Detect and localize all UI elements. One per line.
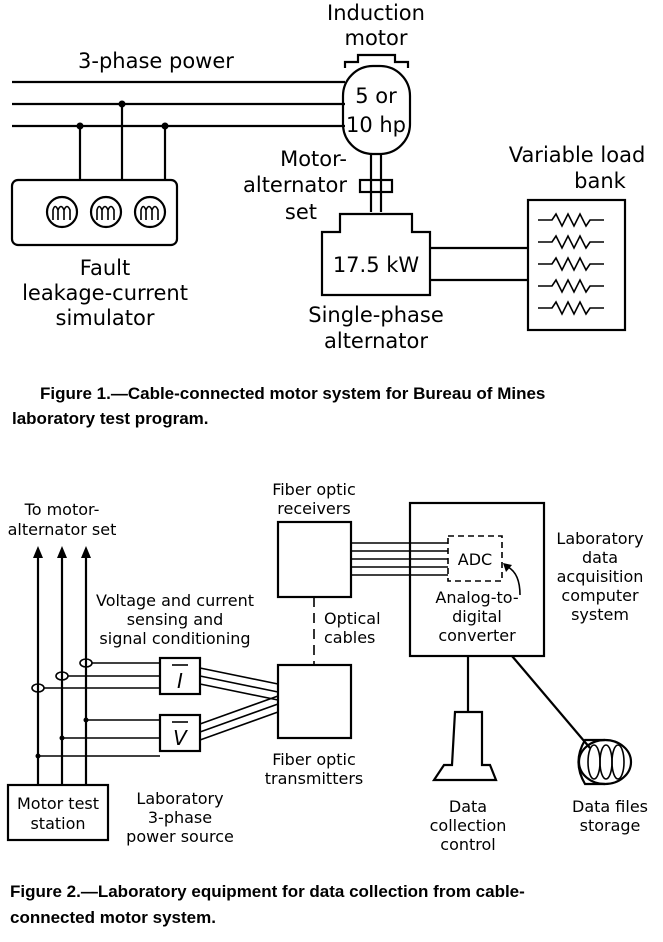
adc-label: ADC (458, 550, 492, 569)
transmitters-label-1: Fiber optic (272, 750, 356, 769)
source-label-3: power source (126, 827, 234, 846)
computer-label-2: data (582, 548, 618, 567)
load-bank-label-2: bank (574, 169, 627, 193)
induction-motor-label-2: motor (344, 26, 407, 50)
alternator-label-2: alternator (324, 329, 428, 353)
adc-desc-1: Analog-to- (435, 588, 518, 607)
voltage-symbol: V (173, 726, 188, 750)
conditioner-to-transmitter-wires (199, 667, 279, 741)
figure-1-caption-2: laboratory test program. (12, 409, 209, 428)
adc-desc-2: digital (452, 607, 502, 626)
control-label-1: Data (449, 797, 487, 816)
to-mg-set-label-1: To motor- (24, 500, 100, 519)
computer-label-5: system (571, 605, 629, 624)
voltage-sensing-wiring (35, 717, 160, 759)
figure-2-caption-2: connected motor system. (10, 908, 216, 927)
alternator-label-1: Single-phase (308, 303, 444, 327)
coil-icons (45, 195, 167, 229)
computer-label-4: computer (561, 586, 639, 605)
current-sensing-wiring (31, 658, 160, 693)
resistor-icons (538, 212, 604, 316)
terminal-icon (431, 710, 498, 782)
fiber-optic-transmitters (276, 663, 353, 740)
mg-set-label-2: alternator (243, 173, 347, 197)
source-label-1: Laboratory (136, 789, 223, 808)
figure-1-caption-1: Figure 1.—Cable-connected motor system f… (40, 384, 545, 403)
control-label-2: collection (430, 816, 507, 835)
sensing-label-2: sensing and (127, 610, 224, 629)
receivers-label-1: Fiber optic (272, 480, 356, 499)
storage-label-2: storage (580, 816, 641, 835)
sensing-label-1: Voltage and current (96, 591, 254, 610)
motor-rating-2: 10 hp (346, 113, 406, 137)
to-mg-set-label-2: alternator set (8, 520, 117, 539)
variable-load-bank (526, 198, 627, 332)
current-symbol: I (177, 669, 183, 693)
computer-label-3: acquisition (557, 567, 644, 586)
source-label-2: 3-phase (148, 808, 212, 827)
load-bank-label-1: Variable load (509, 143, 646, 167)
receiver-to-adc-wires (351, 542, 448, 576)
transmitters-label-2: transmitters (265, 769, 363, 788)
computer-label-1: Laboratory (556, 529, 643, 548)
induction-motor (341, 64, 412, 156)
receivers-label-2: receivers (277, 499, 350, 518)
optical-label-1: Optical (324, 609, 381, 628)
storage-cable (511, 655, 591, 749)
voltage-conditioner (158, 713, 202, 753)
fault-label-3: simulator (56, 306, 155, 330)
motor-alternator-coupling (358, 154, 394, 212)
control-label-3: control (440, 835, 495, 854)
station-label-2: station (30, 814, 85, 833)
sensing-label-3: signal conditioning (99, 629, 250, 648)
power-label: 3-phase power (78, 49, 234, 73)
motor-top-notch (343, 53, 410, 68)
fault-simulator (10, 178, 179, 247)
figure-2: To motor- alternator set (6, 480, 648, 927)
fiber-optic-receivers (276, 520, 353, 599)
three-phase-lines (12, 80, 345, 180)
station-label-1: Motor test (17, 794, 99, 813)
mg-set-label-3: set (285, 200, 317, 224)
tape-reel-icon (577, 738, 633, 786)
optical-label-2: cables (324, 628, 375, 647)
adc-desc-3: converter (438, 626, 516, 645)
alternator-rating: 17.5 kW (333, 253, 420, 277)
phase-lines-up (33, 546, 91, 785)
adc-box (447, 535, 503, 582)
figure-1: 3-phase power Induction motor 5 or 10 hp… (10, 1, 646, 428)
induction-motor-label-1: Induction (327, 1, 425, 25)
fault-label-1: Fault (80, 256, 130, 280)
storage-label-1: Data files (572, 797, 648, 816)
motor-test-station (6, 783, 110, 842)
motor-rating-1: 5 or (355, 84, 397, 108)
single-phase-alternator (320, 212, 432, 297)
mg-set-label-1: Motor- (280, 147, 347, 171)
fault-label-2: leakage-current (22, 281, 188, 305)
figure-2-caption-1: Figure 2.—Laboratory equipment for data … (10, 882, 525, 901)
data-acquisition-computer (408, 501, 546, 658)
